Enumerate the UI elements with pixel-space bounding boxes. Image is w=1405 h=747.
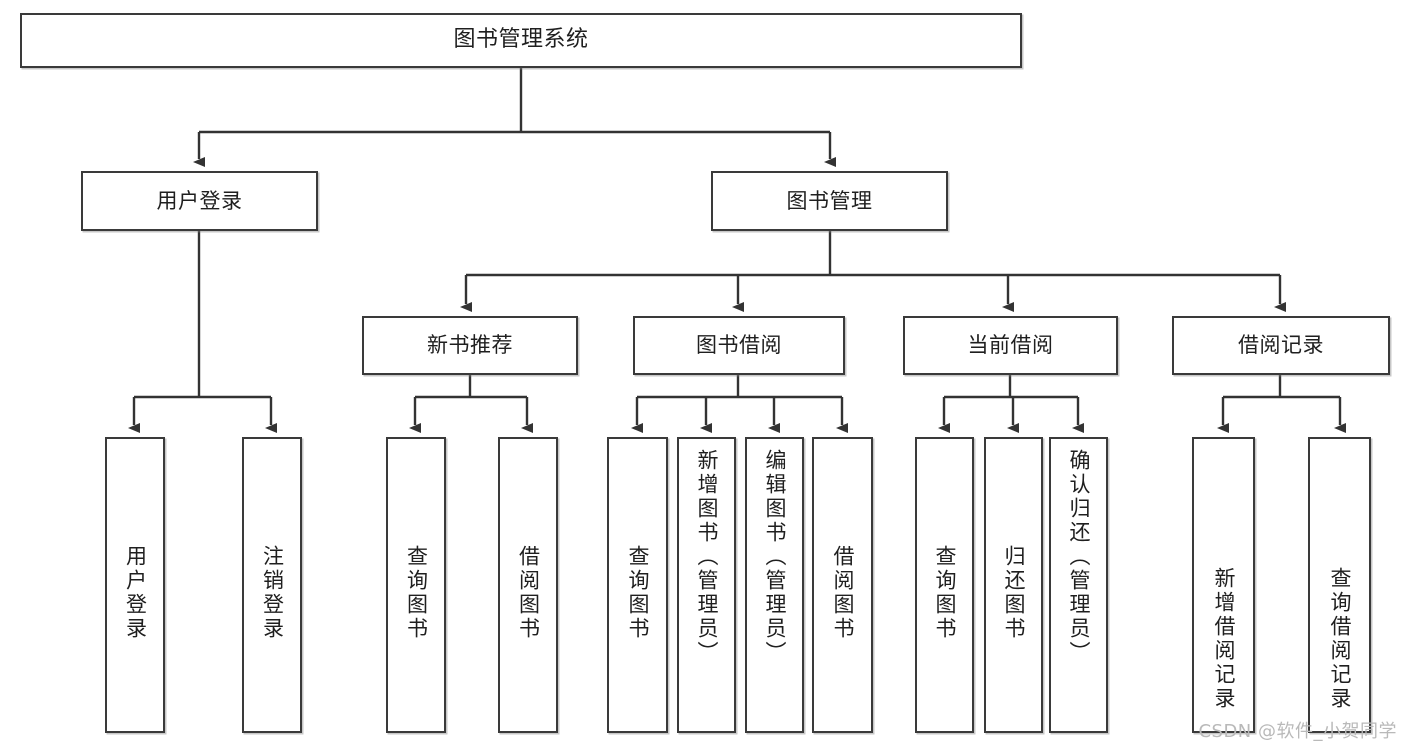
node-root-label: 图书管理系统: [453, 27, 589, 53]
leaf-return-book[interactable]: 归还图书: [984, 437, 1043, 733]
leaf-query-book-2-label: 查询图书: [625, 545, 650, 641]
node-user-login[interactable]: 用户登录: [81, 171, 318, 231]
leaf-user-login[interactable]: 用户登录: [105, 437, 165, 733]
leaf-query-record-label: 查询借阅记录: [1327, 567, 1352, 711]
node-book-management[interactable]: 图书管理: [711, 171, 948, 231]
leaf-logout-login[interactable]: 注销登录: [242, 437, 302, 733]
leaf-user-login-label: 用户登录: [123, 545, 148, 641]
node-new-book-recommend-label: 新书推荐: [427, 333, 513, 358]
leaf-query-book-1-label: 查询图书: [404, 545, 429, 641]
leaf-query-book-3[interactable]: 查询图书: [915, 437, 974, 733]
leaf-query-book-1[interactable]: 查询图书: [386, 437, 446, 733]
leaf-add-record-label: 新增借阅记录: [1211, 567, 1236, 711]
leaf-add-book-label: 新增图书（管理员）: [694, 449, 719, 665]
leaf-edit-book[interactable]: 编辑图书（管理员）: [745, 437, 804, 733]
watermark: CSDN @软件_小贺同学: [1198, 721, 1397, 742]
node-current-borrow-label: 当前借阅: [967, 333, 1054, 358]
node-book-borrow[interactable]: 图书借阅: [633, 316, 845, 375]
leaf-return-book-label: 归还图书: [1001, 545, 1026, 641]
node-current-borrow[interactable]: 当前借阅: [903, 316, 1118, 375]
leaf-edit-book-label: 编辑图书（管理员）: [762, 449, 787, 665]
leaf-borrow-book-1[interactable]: 借阅图书: [498, 437, 558, 733]
leaf-logout-login-label: 注销登录: [260, 545, 285, 641]
leaf-query-book-2[interactable]: 查询图书: [607, 437, 668, 733]
node-book-borrow-label: 图书借阅: [696, 333, 782, 358]
leaf-borrow-book-2-label: 借阅图书: [830, 545, 855, 641]
leaf-borrow-book-2[interactable]: 借阅图书: [812, 437, 873, 733]
node-new-book-recommend[interactable]: 新书推荐: [362, 316, 578, 375]
leaf-add-book[interactable]: 新增图书（管理员）: [677, 437, 736, 733]
node-root[interactable]: 图书管理系统: [20, 13, 1022, 68]
node-user-login-label: 用户登录: [156, 188, 243, 213]
node-borrow-record[interactable]: 借阅记录: [1172, 316, 1390, 375]
leaf-confirm-return-label: 确认归还（管理员）: [1066, 449, 1091, 665]
node-borrow-record-label: 借阅记录: [1238, 333, 1324, 358]
leaf-query-book-3-label: 查询图书: [932, 545, 957, 641]
leaf-borrow-book-1-label: 借阅图书: [516, 545, 541, 641]
leaf-query-record[interactable]: 查询借阅记录: [1308, 437, 1371, 733]
node-book-management-label: 图书管理: [786, 188, 873, 213]
leaf-confirm-return[interactable]: 确认归还（管理员）: [1049, 437, 1108, 733]
leaf-add-record[interactable]: 新增借阅记录: [1192, 437, 1255, 733]
